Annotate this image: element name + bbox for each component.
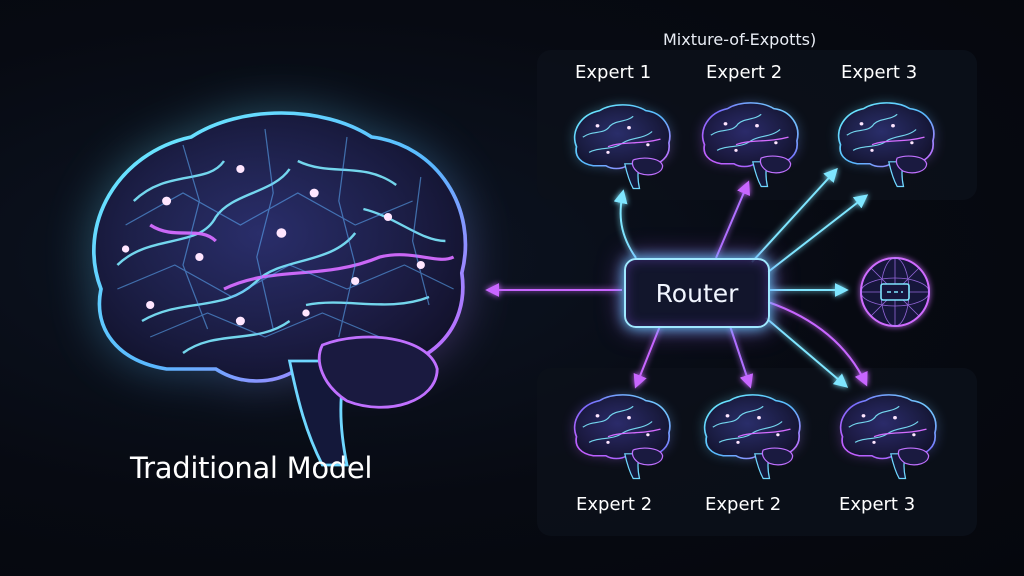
arrow-to-bottom-expert-3b xyxy=(767,301,868,387)
router-label: Router xyxy=(655,278,739,308)
expert-bottom-2-label: Expert 2 xyxy=(705,494,782,515)
expert-top-1-brain-icon xyxy=(573,104,671,190)
expert-top-3-label: Expert 3 xyxy=(841,62,918,83)
arrow-to-expert-2 xyxy=(715,180,751,259)
traditional-brain-icon xyxy=(94,113,466,465)
traditional-model-label: Traditional Model xyxy=(130,451,373,485)
expert-bottom-3-brain-icon xyxy=(839,394,937,480)
moe-title: Mixture-of-Expotts) xyxy=(663,30,817,49)
gate-grid-icon xyxy=(860,257,930,327)
expert-bottom-1-brain-icon xyxy=(573,394,671,480)
expert-bottom-2-brain-icon xyxy=(703,394,801,480)
expert-bottom-1-label: Expert 2 xyxy=(576,494,653,515)
arrow-to-expert-1 xyxy=(613,189,637,259)
expert-top-2-brain-icon xyxy=(701,102,799,188)
arrow-to-expert-3a xyxy=(751,167,838,263)
arrow-to-bottom-expert-1 xyxy=(633,325,661,389)
arrow-to-bottom-expert-2 xyxy=(729,325,754,389)
router-box: Router xyxy=(624,258,770,328)
expert-top-3-brain-icon xyxy=(837,102,935,188)
arrow-to-bottom-expert-3a xyxy=(765,317,849,388)
expert-top-2-label: Expert 2 xyxy=(706,62,783,83)
router-arrows xyxy=(485,167,869,389)
arrow-to-expert-3b xyxy=(767,194,869,273)
expert-bottom-3-label: Expert 3 xyxy=(839,494,916,515)
expert-top-1-label: Expert 1 xyxy=(575,62,652,83)
